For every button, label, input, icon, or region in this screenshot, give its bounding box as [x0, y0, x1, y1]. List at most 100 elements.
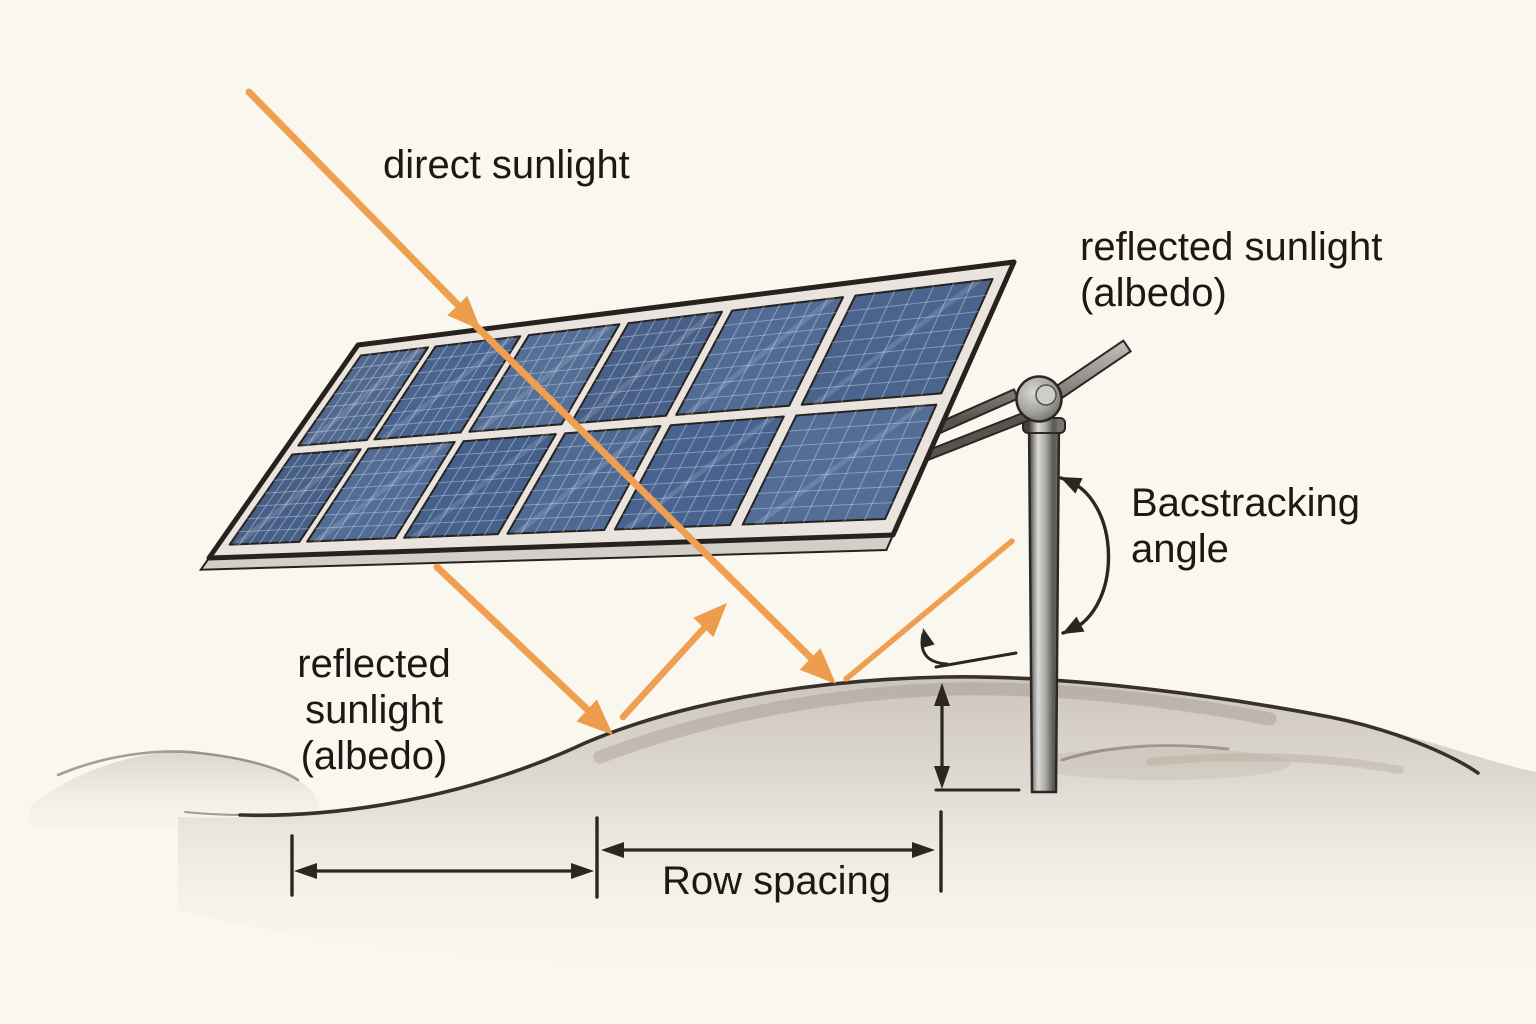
- label-line: Row spacing: [662, 859, 892, 903]
- cell-grid-line: [624, 316, 683, 420]
- cell-grid-line: [523, 499, 621, 506]
- ground-angle-arrowhead: [921, 628, 935, 649]
- panel-module: [741, 403, 938, 526]
- cell-grid-line: [772, 453, 915, 463]
- label-line: angle: [1131, 527, 1229, 571]
- cell-grid-line: [683, 389, 798, 401]
- cell-grid-line: [724, 304, 781, 412]
- cell-grid-line: [447, 337, 509, 434]
- cell-grid-line: [824, 343, 964, 359]
- panel-module: [297, 346, 430, 447]
- panel-module: [403, 433, 557, 539]
- cell-grid-line: [247, 514, 318, 520]
- cell-grid-line: [344, 445, 406, 541]
- cell-grid-line: [772, 298, 828, 408]
- cell-grid-line: [816, 360, 957, 375]
- cell-grid-line: [351, 360, 420, 369]
- glass-glare-streak: [754, 403, 925, 527]
- cell-grid-line: [663, 420, 720, 529]
- cell-grid-line: [333, 386, 403, 395]
- support-pole: [1027, 417, 1061, 794]
- ground: [30, 675, 1536, 988]
- cell-grid-line: [324, 510, 413, 516]
- cell-grid-line: [278, 450, 342, 544]
- left-mound-ridge-line: [56, 750, 300, 782]
- cell-grid-line: [821, 292, 876, 404]
- cell-grid-line: [723, 312, 836, 326]
- cell-grid-line: [638, 314, 696, 419]
- cell-grid-line: [823, 408, 877, 522]
- cell-grid-line: [651, 312, 710, 418]
- albedo-reflected-ray: [619, 623, 709, 721]
- cell-grid-line: [346, 349, 410, 443]
- sun-rays: [245, 88, 1015, 735]
- glass-glare-streak: [234, 447, 357, 547]
- panel-module: [506, 425, 662, 535]
- cell-grid-line: [332, 496, 422, 503]
- cell-grid-line: [691, 308, 749, 415]
- cell-grid-line: [619, 326, 715, 338]
- cell-grid-line: [356, 348, 420, 442]
- cell-grid-line: [654, 446, 769, 456]
- cell-grid-line: [485, 395, 579, 405]
- cell-grid-line: [765, 469, 908, 479]
- cell-grid-line: [534, 430, 593, 534]
- cell-grid-line: [531, 484, 629, 492]
- cell-grid-line: [282, 461, 353, 468]
- cell-grid-line: [831, 327, 972, 343]
- left-span-arrowhead-left: [294, 863, 317, 879]
- cell-grid-line: [437, 476, 532, 484]
- label-line: (albedo): [1080, 271, 1227, 315]
- dimension-lines: [290, 683, 1021, 899]
- glass-glare-streak: [623, 414, 776, 532]
- panel-module: [306, 440, 456, 543]
- panel-module: [228, 448, 362, 546]
- cell-grid-line: [306, 426, 377, 434]
- cell-grid-line: [780, 436, 923, 448]
- cell-grid-line: [622, 509, 739, 516]
- cell-grid-line: [264, 488, 335, 494]
- solar-panel: [198, 259, 1017, 571]
- albedo-incoming-arrowhead: [576, 699, 613, 735]
- cell-grid-line: [556, 440, 653, 449]
- cell-grid-line: [408, 376, 496, 387]
- cell-grid-line: [398, 343, 461, 438]
- cell-grid-line: [762, 413, 817, 525]
- cell-grid-line: [548, 455, 645, 463]
- cell-grid-line: [454, 447, 549, 456]
- direct-sunlight-ray: [245, 88, 461, 308]
- cell-grid-line: [416, 439, 478, 538]
- cell-grid-line: [864, 405, 917, 521]
- cell-grid-line: [630, 423, 688, 530]
- cell-grid-line: [715, 327, 829, 341]
- glass-glare-streak: [302, 345, 424, 448]
- cell-grid-line: [520, 431, 580, 534]
- cell-grid-line: [519, 337, 612, 350]
- mound-shadow-band-2: [1146, 753, 1404, 774]
- panel-module: [800, 278, 994, 406]
- cell-grid-line: [841, 290, 896, 403]
- cell-grid-line: [457, 436, 517, 537]
- height-measure-arrowhead-up: [934, 683, 950, 706]
- label-line: (albedo): [300, 734, 448, 778]
- cell-grid-line: [324, 399, 394, 408]
- cell-grid-line: [239, 453, 303, 545]
- panel-module: [569, 310, 723, 425]
- cell-grid-line: [749, 502, 893, 510]
- cell-grid-line: [583, 320, 643, 423]
- label-line: sunlight: [305, 688, 443, 732]
- glass-glare-streak: [410, 432, 550, 540]
- label-backtracking-angle: Bacstracking angle: [1131, 480, 1360, 572]
- label-direct-sunlight: direct sunlight: [383, 142, 630, 188]
- cell-grid-line: [350, 468, 439, 476]
- glass-glare-streak: [476, 322, 613, 434]
- cell-grid-line: [920, 280, 974, 396]
- cell-grid-line: [259, 451, 323, 544]
- main-mound: [178, 676, 1536, 988]
- cell-grid-line: [341, 482, 430, 489]
- pole-base-shade: [1030, 748, 1290, 780]
- label-line: Bacstracking: [1131, 481, 1360, 525]
- cell-grid-line: [696, 418, 753, 527]
